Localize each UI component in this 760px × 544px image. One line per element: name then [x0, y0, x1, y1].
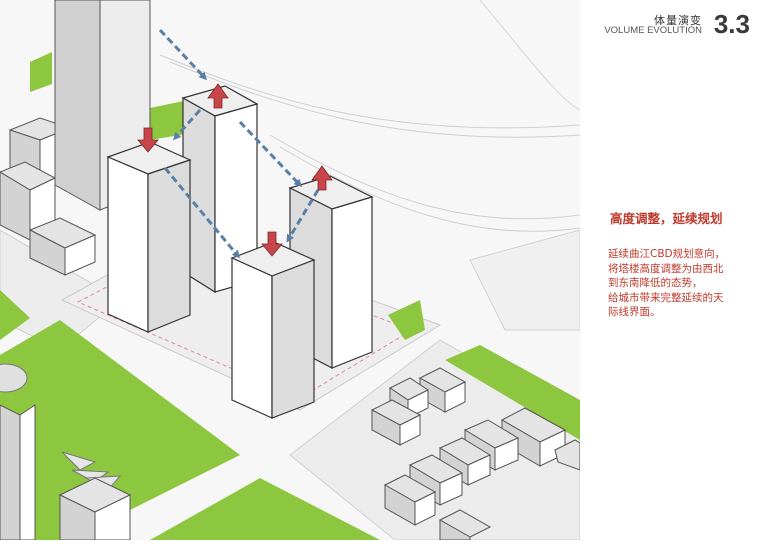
arrow-blue-2 — [173, 109, 202, 141]
road-line — [479, 0, 581, 111]
green-space-south — [150, 478, 380, 540]
road-line — [269, 134, 581, 220]
arrow-down-icon — [137, 127, 159, 153]
tower-4 — [230, 241, 316, 419]
building-se-3 — [370, 399, 422, 446]
body-line: 延续曲江CBD规划意向， — [608, 248, 726, 260]
green-space-southeast — [445, 345, 580, 440]
green-space-site-east — [388, 300, 425, 340]
body-line: 际线界面。 — [608, 306, 661, 318]
arrow-up-icon — [207, 83, 229, 109]
arrow-up-icon — [311, 165, 333, 191]
arrow-blue-5 — [286, 189, 320, 243]
building-se-9 — [438, 509, 492, 541]
body-line: 给城市带来完整延续的天 — [608, 291, 724, 304]
evolution-arrows — [158, 28, 320, 259]
round-plaza — [0, 363, 28, 393]
sidebar: 体量演变 VOLUME EVOLUTION 3.3 高度调整，延续规划 延续曲江… — [580, 0, 760, 540]
massing-diagram — [0, 0, 581, 541]
building-south-low — [58, 477, 132, 541]
section-number: 3.3 — [713, 9, 750, 39]
green-space-northwest — [30, 52, 52, 92]
header-title-en: VOLUME EVOLUTION — [604, 25, 702, 36]
green-space-southwest — [0, 320, 240, 540]
section-title: 高度调整，延续规划 — [610, 211, 723, 226]
arrow-blue-3 — [238, 120, 303, 188]
section-body: 延续曲江CBD规划意向， 将塔楼高度调整为由西北 到东南降低的态势， 给城市带来… — [608, 247, 758, 320]
tower-2 — [181, 85, 259, 294]
building-southwest-tall — [0, 404, 36, 541]
height-arrows — [137, 83, 333, 257]
body-line: 将塔楼高度调整为由西北 — [608, 262, 724, 275]
tower-1 — [106, 141, 192, 333]
header-title-cn: 体量演变 — [654, 14, 702, 27]
body-line: 到东南降低的态势， — [608, 277, 703, 289]
arrow-down-icon — [261, 231, 283, 257]
building-west-low-3 — [28, 217, 97, 276]
road-line — [169, 61, 581, 138]
arrow-blue-4 — [163, 167, 240, 259]
green-space-west — [0, 290, 30, 340]
building-se-1 — [418, 367, 467, 413]
building-se-8 — [383, 474, 437, 526]
road-line — [159, 54, 581, 129]
